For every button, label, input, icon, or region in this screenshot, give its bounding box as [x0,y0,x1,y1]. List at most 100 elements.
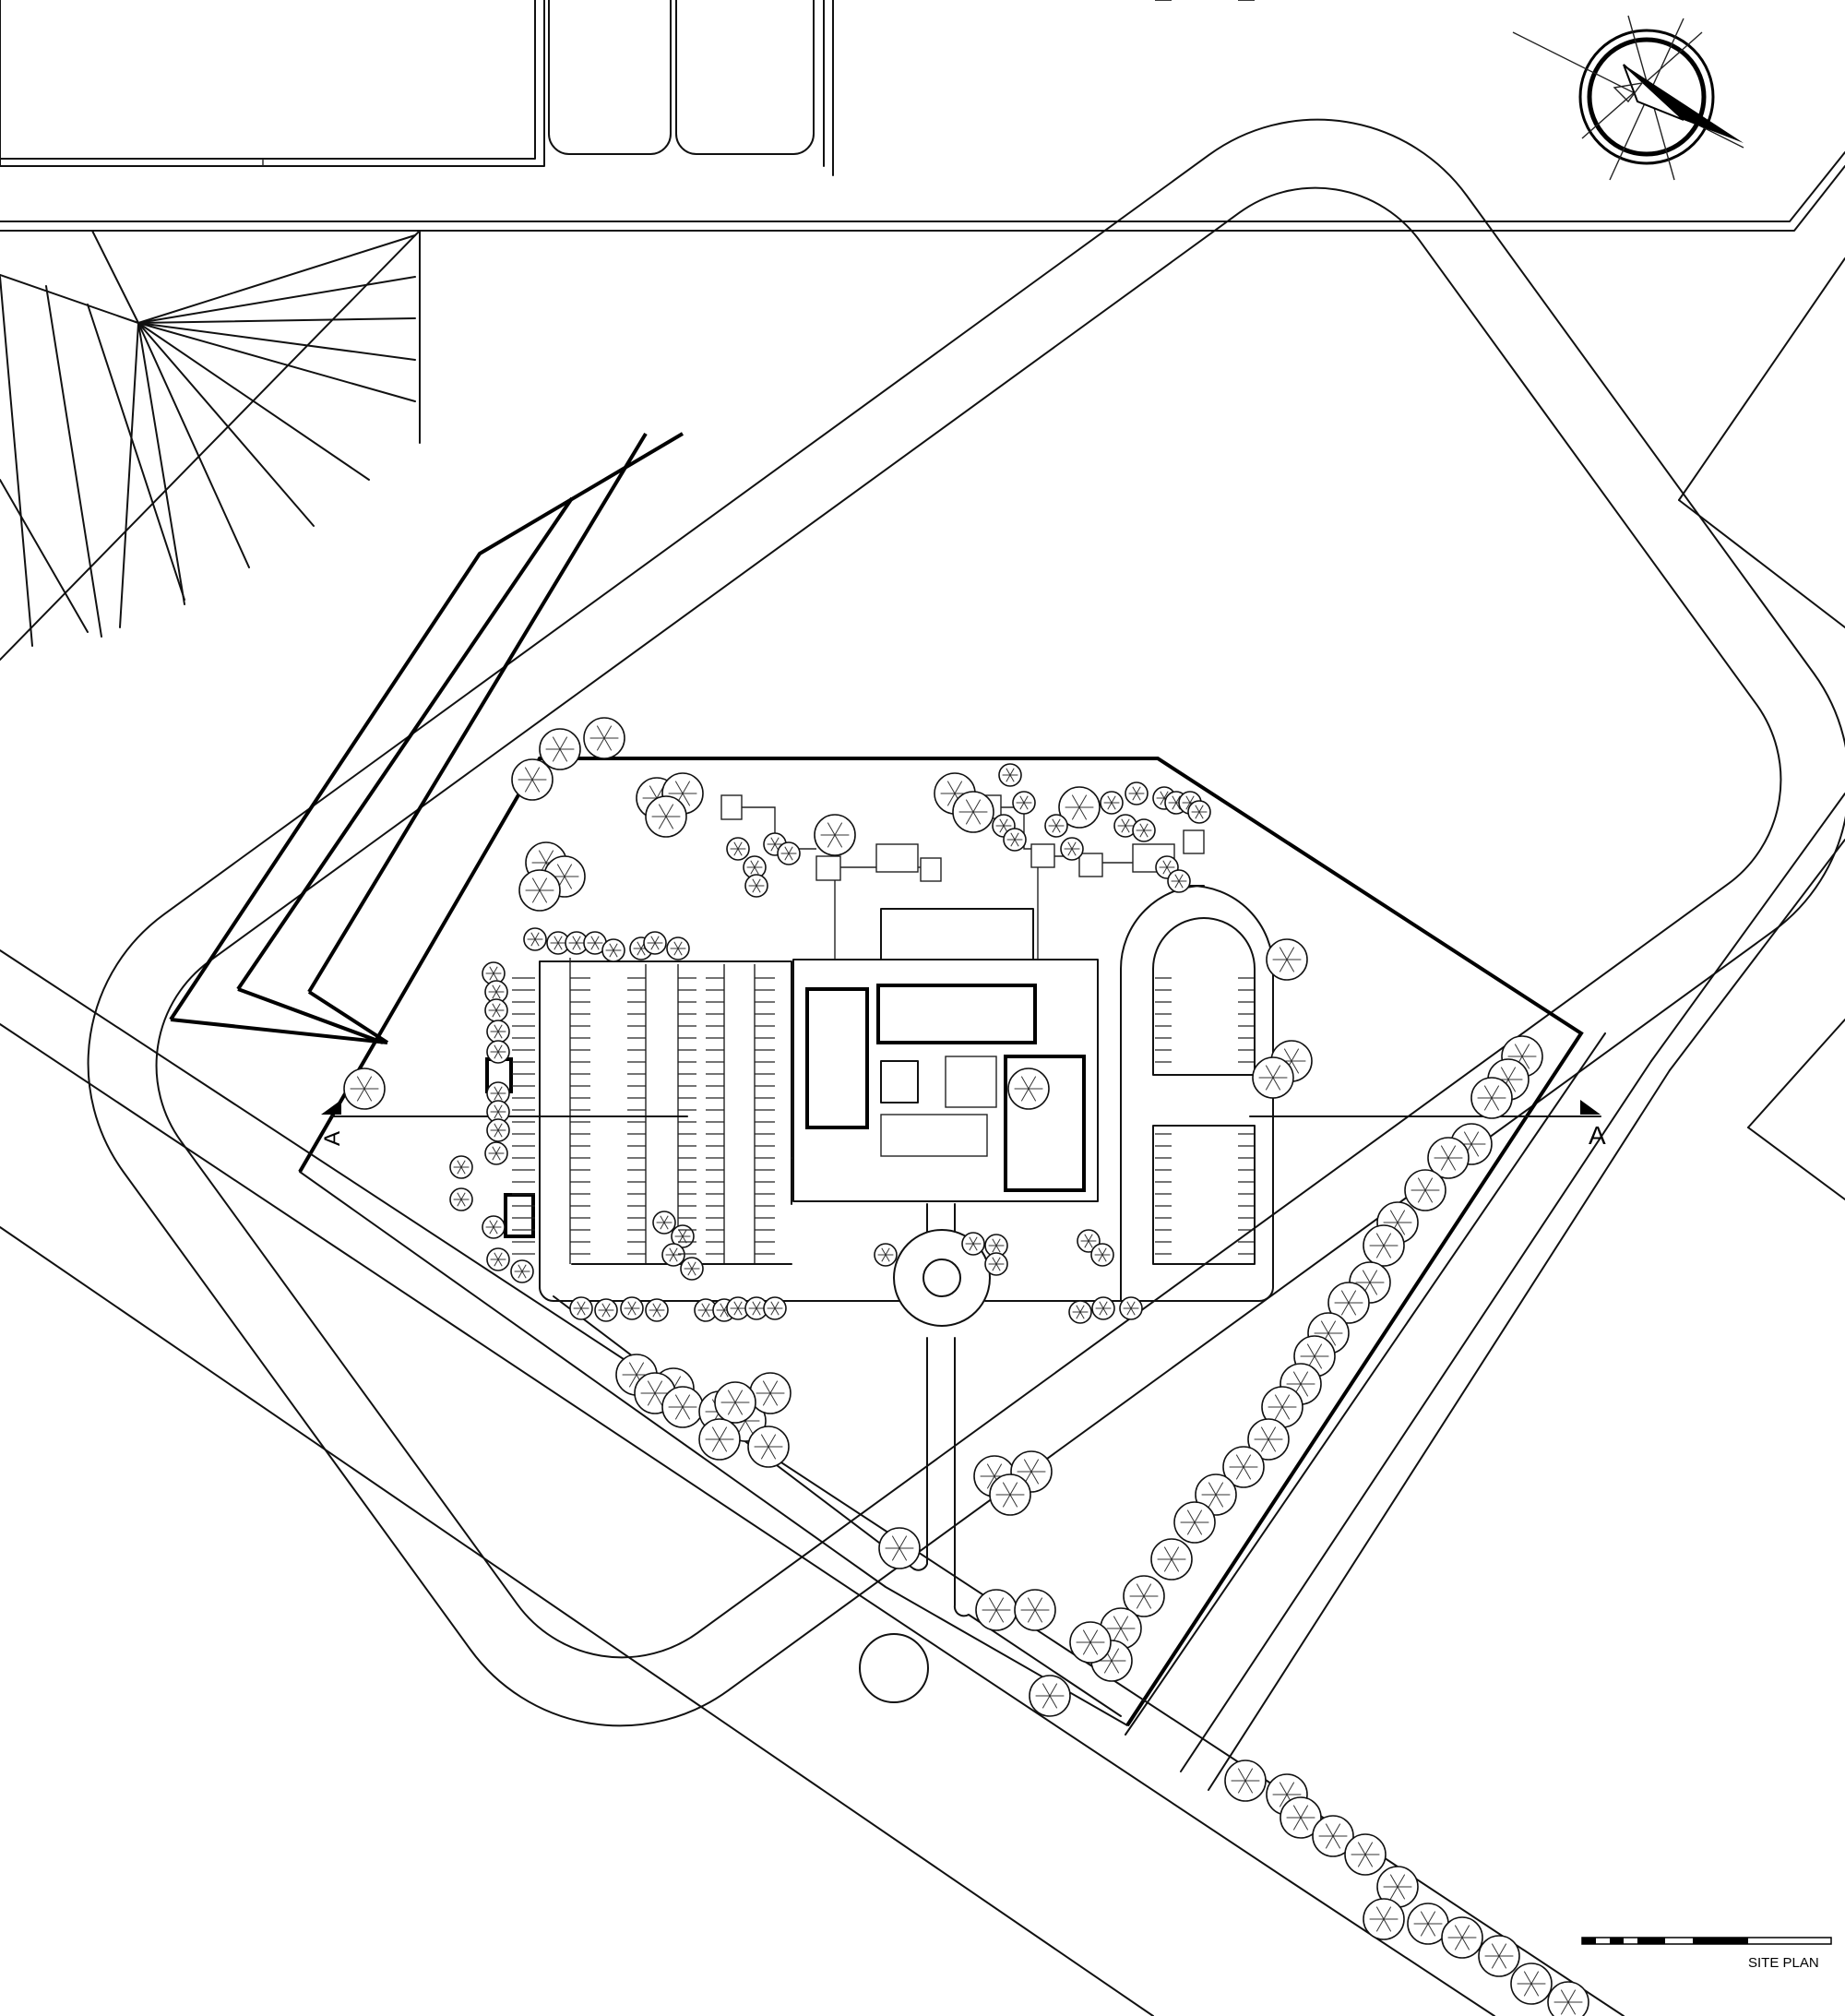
tree-icon [1100,791,1124,815]
tree-icon [1119,1296,1143,1320]
tree-icon [518,869,561,912]
tree-icon [984,1234,1008,1258]
building-complex [792,908,1099,1202]
tree-icon [1123,1575,1165,1617]
tree-icon [523,927,547,951]
tree-icon [694,1298,718,1322]
tree-icon [1132,818,1156,842]
tree-icon [961,1232,985,1256]
tree-icon [486,1020,510,1044]
tree-icon [1029,1675,1071,1717]
tree-icon [1478,1935,1520,1977]
parking-stall-group [512,0,1255,1255]
tree-icon [486,1247,510,1271]
tree-icon [594,1298,618,1322]
tree-icon [1344,1833,1387,1876]
tree-icon [714,1381,756,1424]
tree-icon [1058,786,1101,829]
tree-icon [1427,1137,1470,1179]
tree-icon [1068,1300,1092,1324]
tree-icon [449,1187,473,1211]
section-arrow-left-icon [321,1100,341,1115]
tree-icon [1125,781,1149,805]
tree-icon [777,841,801,865]
tree-icon [583,717,625,759]
tree-icon [1003,828,1027,852]
tree-icon [645,1298,669,1322]
tree-icon [510,1259,534,1283]
tree-icon [726,1296,750,1320]
scale-bar-icon [1581,1937,1832,1945]
tree-icon [744,874,768,898]
tree-icon [1069,1621,1112,1664]
tree-icon [1363,1898,1405,1940]
tree-icon [1091,1296,1115,1320]
tree-group [343,717,1589,2016]
tree-icon [680,1257,704,1281]
tree-icon [726,837,750,861]
tree-icon [1222,1446,1265,1488]
tree-icon [449,1155,473,1179]
tree-icon [486,1100,510,1124]
tree-icon [1510,1962,1553,2005]
tree-icon [1224,1760,1267,1802]
tree-icon [661,1386,704,1428]
drawing-title: SITE PLAN [1748,1955,1819,1971]
tree-icon [645,795,687,838]
tree-icon [1113,814,1137,838]
tree-icon [1060,837,1084,861]
north-parking-blocks [0,0,834,176]
tree-icon [486,1118,510,1142]
tree-icon [1266,938,1308,981]
tree-icon [1044,814,1068,838]
east-parking-loop [1120,885,1274,1302]
tree-icon [643,931,667,955]
tree-icon [1547,1981,1589,2016]
tree-icon [569,1296,593,1320]
section-label-right: A [1589,1121,1606,1150]
tree-icon [565,931,589,955]
tree-icon [743,855,767,879]
west-access-lanes [169,432,684,1044]
section-line-a: A A [320,1100,1606,1150]
tree-icon [984,1252,1008,1276]
tree-icon [1167,869,1191,893]
tree-icon [1363,1224,1405,1267]
tree-icon [698,1418,741,1461]
tree-icon [952,791,994,833]
tree-icon [998,763,1022,787]
tree-icon [814,814,856,856]
tree-icon [1247,1418,1290,1461]
tree-icon [1014,1589,1056,1631]
tree-icon [975,1589,1018,1631]
tree-icon [539,728,581,770]
tree-icon [1173,1501,1216,1544]
tree-icon [1280,1796,1322,1839]
tree-icon [1261,1386,1303,1428]
tree-icon [747,1426,790,1468]
entrance-drive [553,1203,1251,1717]
tree-icon [1441,1916,1483,1959]
tree-icon [1407,1903,1449,1945]
tree-icon [1090,1243,1114,1267]
tree-icon [744,1296,768,1320]
tree-icon [652,1211,676,1235]
building-wing-west [805,987,869,1129]
tree-icon [484,980,508,1004]
southwest-highway [0,793,1845,2016]
tree-icon [486,1040,510,1064]
north-arrow-icon [1512,15,1744,181]
tree-icon [874,1243,898,1267]
building-wing-north [876,984,1037,1044]
north-road [0,151,1845,1200]
tree-icon [989,1473,1031,1516]
tree-icon [661,1243,685,1267]
tree-icon [601,938,625,962]
tree-icon [763,1296,787,1320]
tree-icon [878,1527,921,1569]
tree-icon [484,1141,508,1165]
tree-icon [482,1215,506,1239]
tree-icon [1150,1538,1193,1581]
tree-icon [749,1372,792,1414]
